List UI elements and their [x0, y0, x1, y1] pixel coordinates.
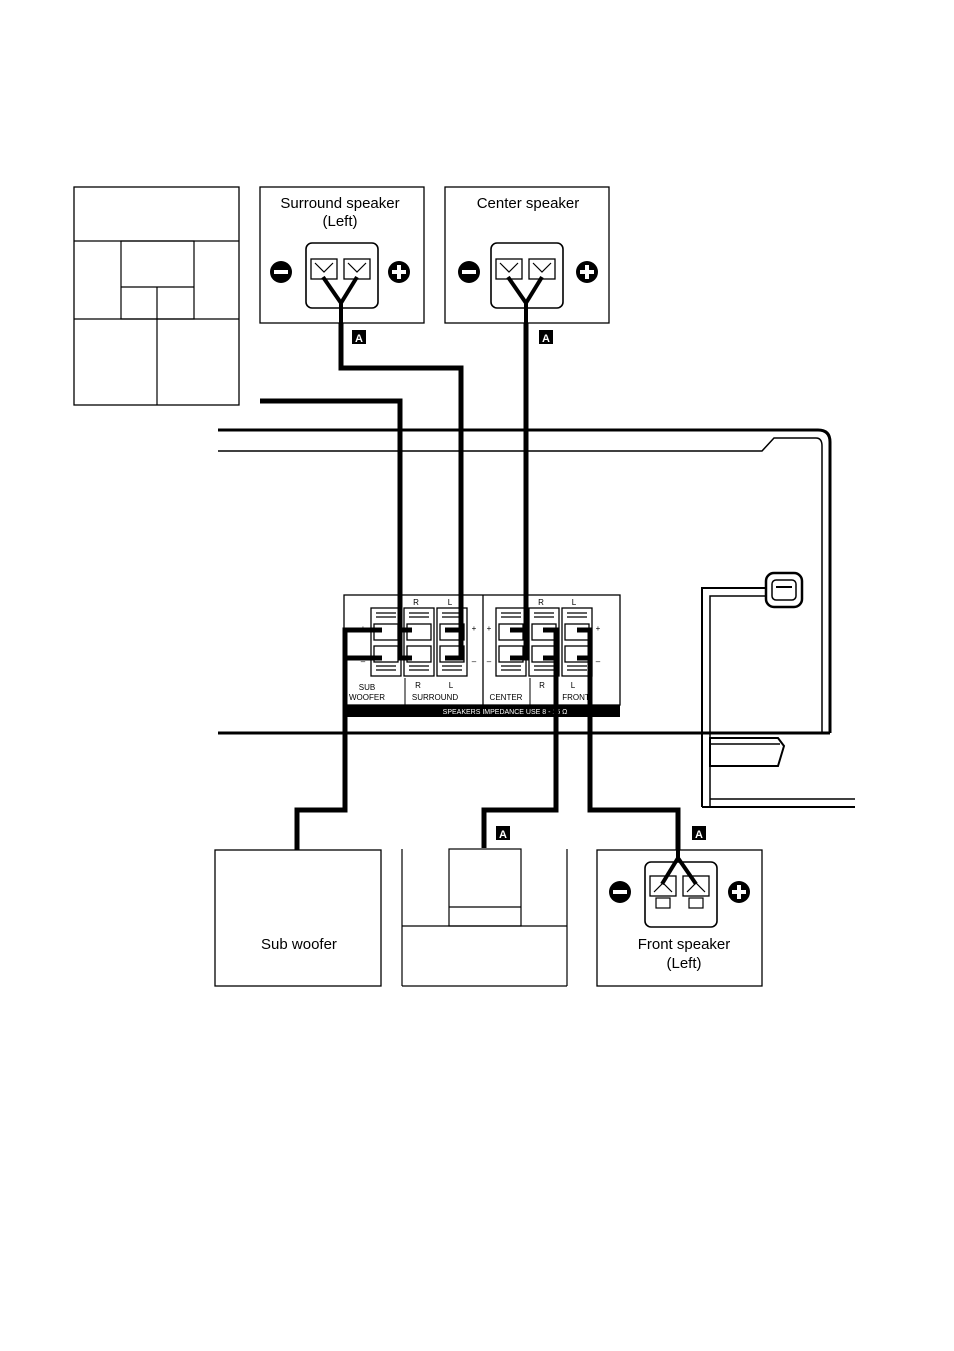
svg-text:L: L — [449, 681, 454, 690]
svg-text:–: – — [596, 657, 601, 666]
svg-text:+: + — [472, 624, 477, 633]
svg-text:R: R — [538, 598, 544, 607]
sub-woofer-label: Sub woofer — [261, 936, 337, 953]
minus-icon — [458, 261, 480, 283]
cable-marker-center: A — [539, 330, 553, 345]
minus-icon — [270, 261, 292, 283]
svg-text:L: L — [572, 598, 577, 607]
surround-speaker-label: Surround speaker — [280, 195, 399, 212]
svg-text:A: A — [695, 829, 703, 841]
svg-text:–: – — [472, 657, 477, 666]
center-speaker-label: Center speaker — [477, 195, 580, 212]
svg-text:L: L — [448, 598, 453, 607]
room-layout-icon — [74, 187, 239, 405]
svg-text:A: A — [499, 829, 507, 841]
svg-text:R: R — [539, 681, 545, 690]
svg-text:L: L — [571, 681, 576, 690]
svg-text:–: – — [487, 657, 492, 666]
plus-icon — [728, 881, 750, 903]
surround-speaker-left: Surround speaker (Left) — [260, 187, 424, 323]
front-speaker-left: Front speaker (Left) — [597, 850, 762, 986]
terminal-block-right — [496, 608, 592, 676]
svg-text:+: + — [596, 624, 601, 633]
center-speaker: Center speaker — [445, 187, 609, 323]
svg-text:SUB: SUB — [359, 683, 375, 692]
front-layout-icon — [402, 849, 567, 986]
svg-text:R: R — [413, 598, 419, 607]
svg-text:CENTER: CENTER — [490, 693, 523, 702]
surround-speaker-sublabel: (Left) — [322, 213, 357, 230]
minus-icon — [609, 881, 631, 903]
front-speaker-label: Front speaker — [638, 936, 731, 953]
impedance-strip: SPEAKERS IMPEDANCE USE 8 - 16 Ω — [443, 709, 568, 716]
svg-text:R: R — [415, 681, 421, 690]
svg-text:A: A — [355, 333, 363, 345]
plus-icon — [388, 261, 410, 283]
cable-marker-woofer-area: A — [496, 826, 510, 841]
svg-text:A: A — [542, 333, 550, 345]
plus-icon — [576, 261, 598, 283]
cable-marker-front: A — [692, 826, 706, 841]
front-speaker-sublabel: (Left) — [666, 955, 701, 972]
svg-text:SURROUND: SURROUND — [412, 693, 458, 702]
svg-text:+: + — [487, 624, 492, 633]
svg-text:FRONT: FRONT — [562, 693, 590, 702]
cable-marker-surround: A — [352, 330, 366, 345]
speaker-cables — [260, 323, 678, 850]
terminal-block-left — [371, 608, 467, 676]
svg-text:WOOFER: WOOFER — [349, 693, 385, 702]
sub-woofer-speaker: Sub woofer — [215, 850, 381, 986]
